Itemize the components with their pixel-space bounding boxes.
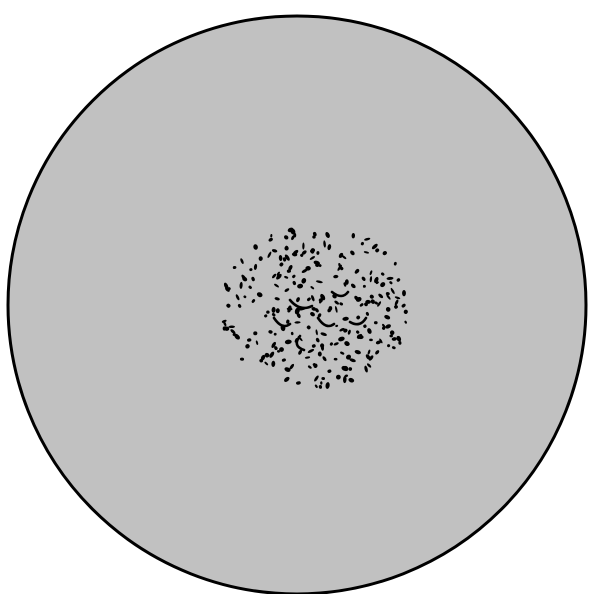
- speck: [374, 321, 378, 324]
- speck: [402, 290, 406, 296]
